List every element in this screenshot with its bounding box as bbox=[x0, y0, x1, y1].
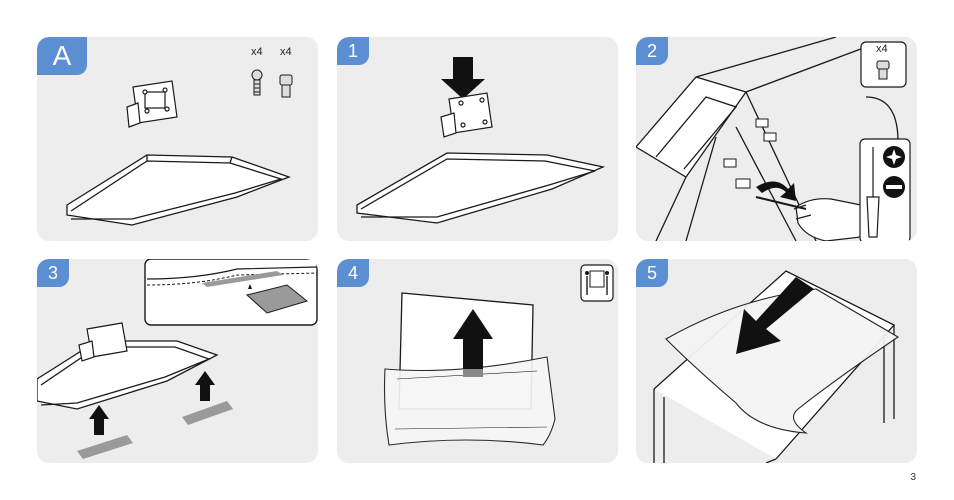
stand-base-icon bbox=[67, 155, 289, 225]
step-2-illustration bbox=[636, 37, 917, 241]
step-badge: 3 bbox=[37, 259, 69, 287]
step-1-illustration bbox=[337, 37, 618, 241]
step-badge: 5 bbox=[636, 259, 668, 287]
step-4-illustration bbox=[337, 259, 618, 463]
step-badge: A bbox=[37, 37, 87, 75]
bracket-plate-icon bbox=[127, 81, 177, 127]
step-4-panel: 4 bbox=[337, 259, 618, 463]
step-badge: 1 bbox=[337, 37, 369, 65]
step-1-panel: 1 bbox=[337, 37, 618, 241]
screw-quantity: x4 bbox=[876, 43, 888, 55]
minus-icon bbox=[883, 176, 905, 198]
hand-icon bbox=[794, 199, 861, 241]
tighten-plus-icon bbox=[883, 146, 905, 168]
screw-icon bbox=[877, 61, 889, 79]
screw-icon bbox=[252, 70, 262, 95]
down-arrow-icon bbox=[441, 57, 485, 99]
step-3-illustration bbox=[37, 259, 318, 463]
stand-base-icon bbox=[357, 153, 603, 223]
bracket-plate-icon bbox=[441, 93, 492, 137]
step-5-illustration bbox=[636, 259, 917, 463]
two-person-lift-icon bbox=[581, 265, 613, 301]
page-number: 3 bbox=[910, 472, 916, 483]
zoom-inset-icon bbox=[145, 259, 317, 325]
step-5-panel: 5 bbox=[636, 259, 917, 463]
step-badge: 4 bbox=[337, 259, 369, 287]
step-3-panel: 3 bbox=[37, 259, 318, 463]
step-badge: 2 bbox=[636, 37, 668, 65]
step-a-panel: A x4 x4 bbox=[37, 37, 318, 241]
spacer-quantity: x4 bbox=[280, 46, 292, 58]
step-2-panel: 2 bbox=[636, 37, 917, 241]
spacer-icon bbox=[280, 75, 292, 97]
screw-quantity: x4 bbox=[251, 46, 263, 58]
